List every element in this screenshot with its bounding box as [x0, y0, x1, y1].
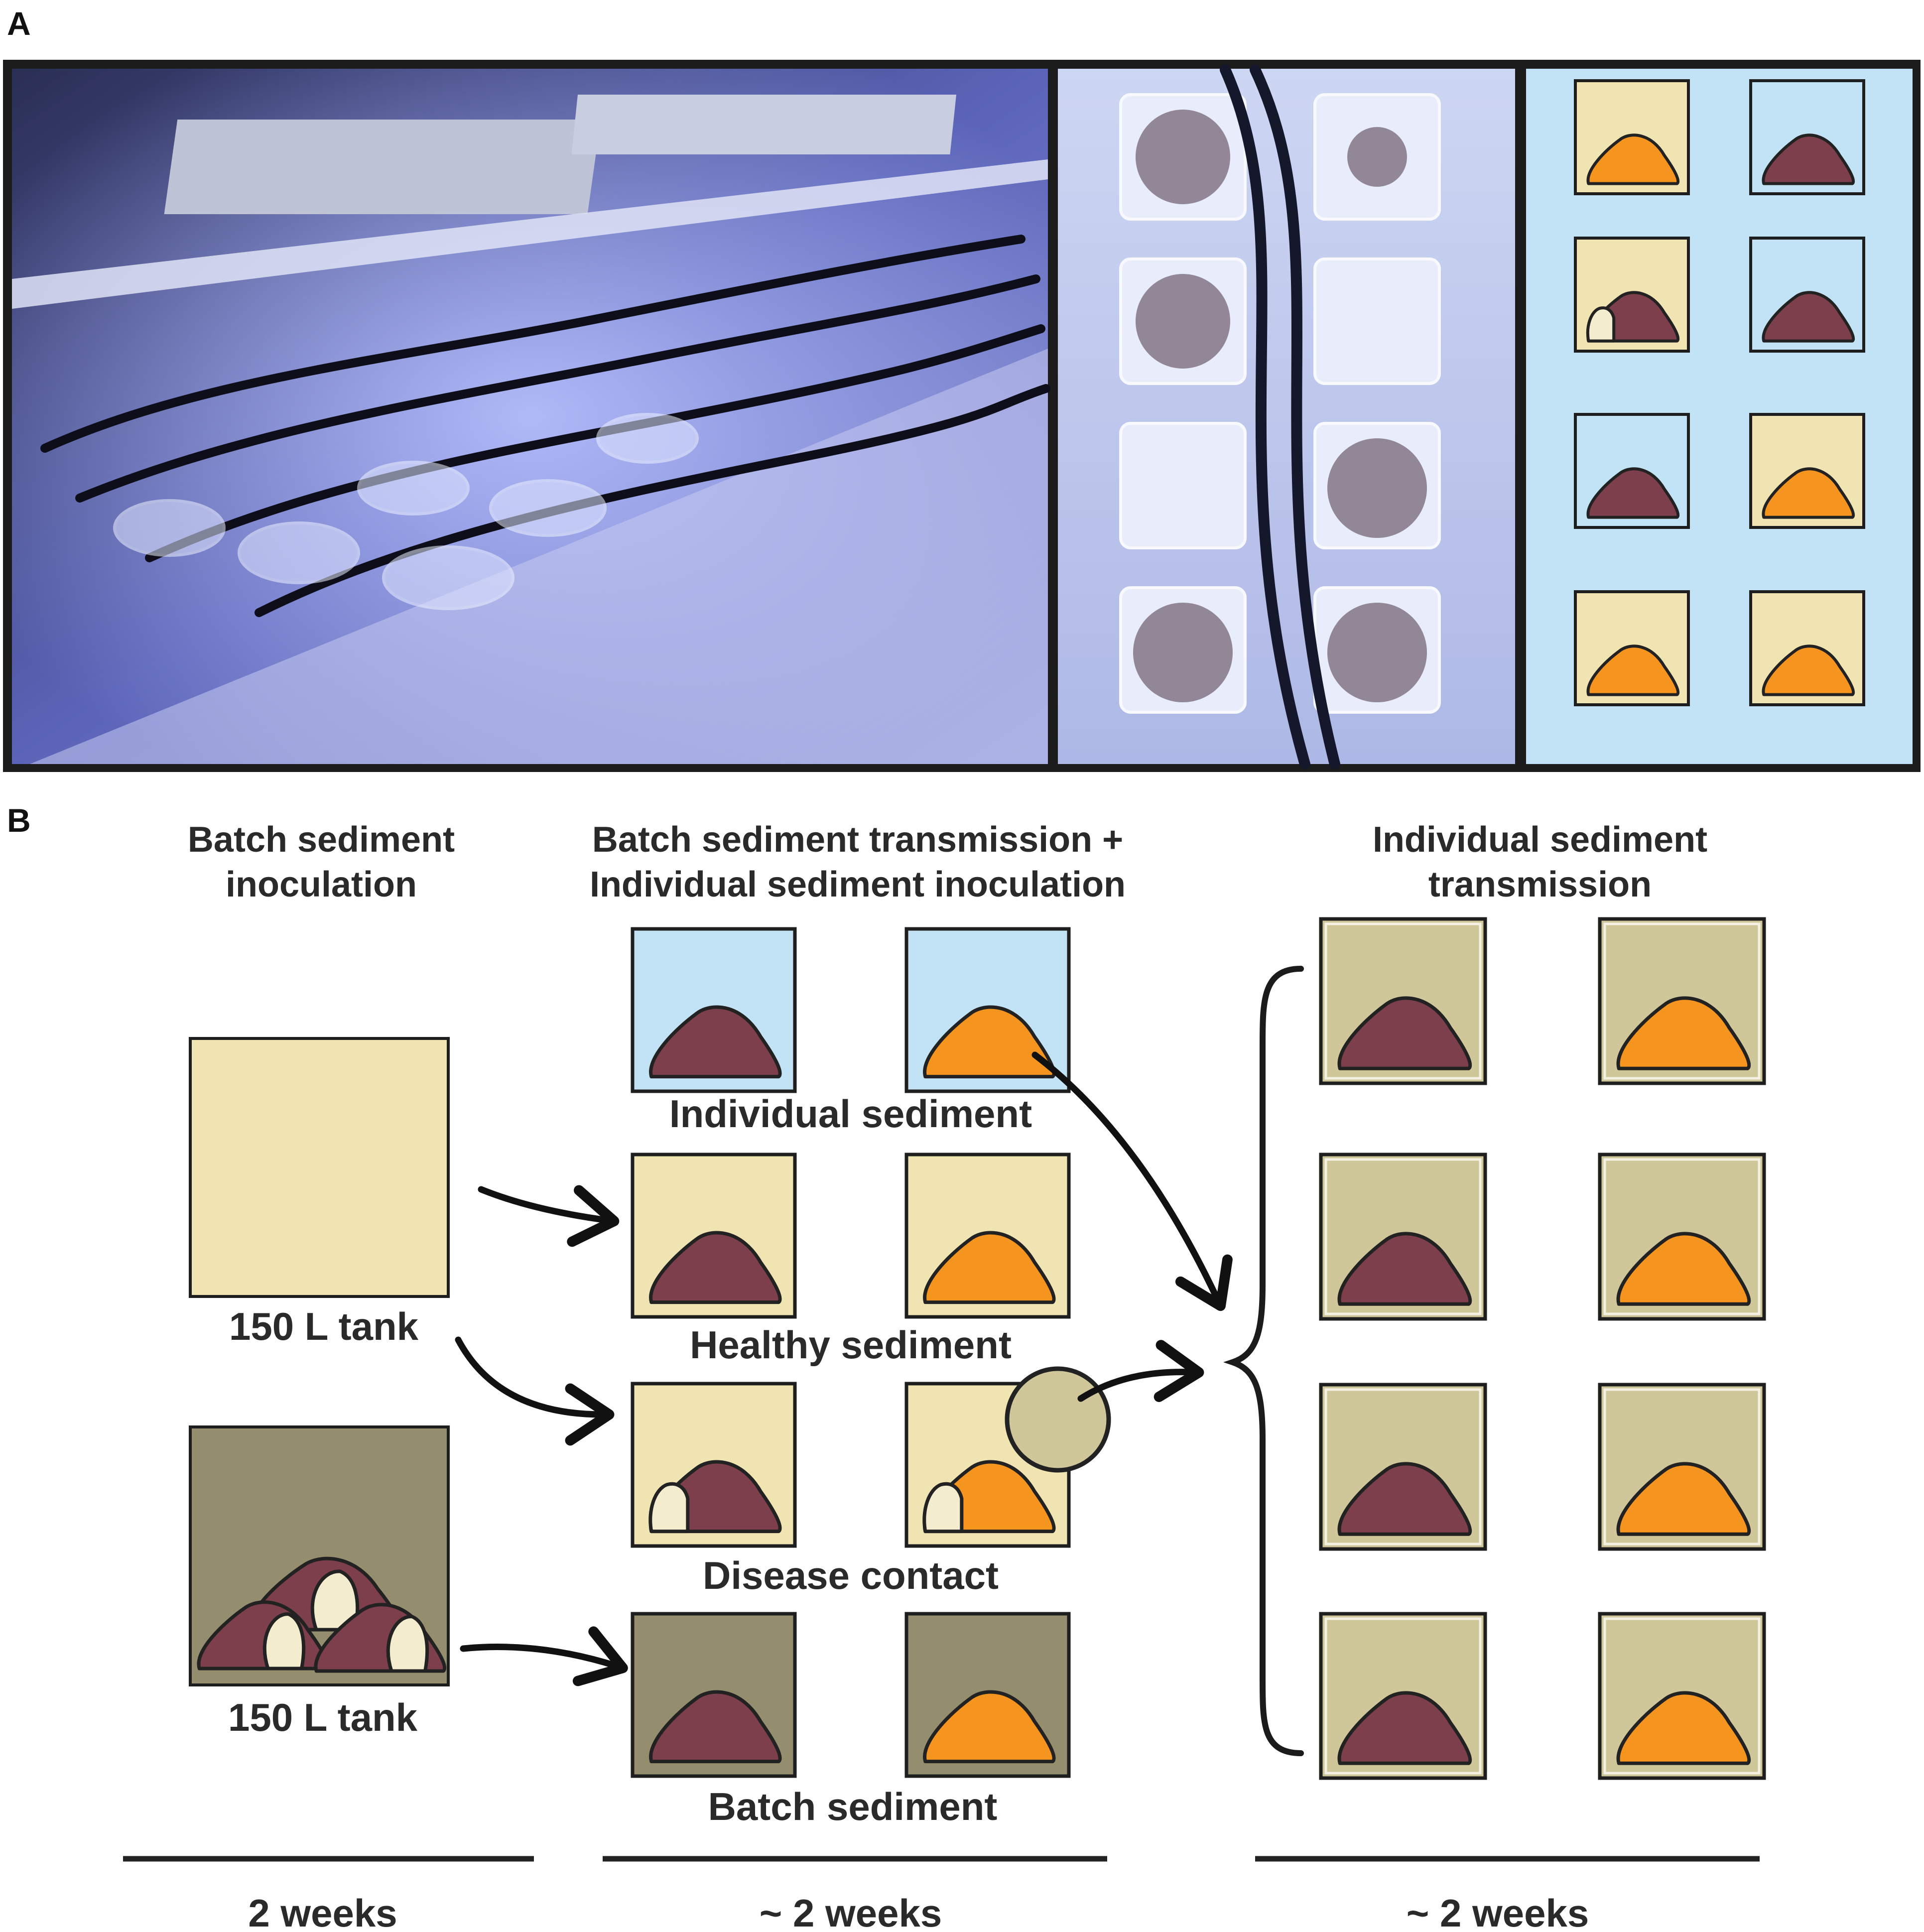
tissue-loss-lesion — [1586, 306, 1616, 343]
icon-cell-r4-c2 — [1749, 590, 1865, 706]
well-inner-edge — [1324, 1617, 1482, 1775]
pile-fragment-left — [197, 1600, 330, 1671]
duration-3: ~ 2 weeks — [1407, 1891, 1589, 1932]
treatment-cell-r1-c2 — [904, 927, 1071, 1093]
orange-coral-fragment — [1616, 1462, 1751, 1536]
col3-title-line2: transmission — [1428, 865, 1652, 904]
tank-diseased-label: 150 L tank — [228, 1695, 418, 1739]
arrow-tank-to-batch — [460, 1626, 628, 1686]
panel-b-label: B — [7, 802, 31, 839]
transmission-cell-r3-c2 — [1598, 1383, 1766, 1551]
icon-cell-r3-c2 — [1749, 413, 1865, 529]
transmission-cell-r3-c1 — [1319, 1383, 1487, 1551]
coral-icon-grid — [1574, 79, 1865, 706]
treatment-cell-r4-c1 — [631, 1612, 797, 1778]
maroon-coral-fragment — [1337, 1462, 1472, 1536]
icon-cell-r2-c1 — [1574, 237, 1690, 353]
well-inner-edge — [1324, 1388, 1482, 1546]
icon-cell-r1-c1 — [1574, 79, 1690, 195]
transmission-grid — [1319, 917, 1766, 1780]
treatment-cell-r3-c1 — [631, 1382, 797, 1548]
orange-coral-fragment — [1762, 467, 1855, 519]
orange-coral-fragment — [923, 1231, 1056, 1304]
duration-1: 2 weeks — [248, 1891, 397, 1932]
well-inner-edge — [1603, 1158, 1761, 1315]
treatment-label-individual: Individual sediment — [669, 1092, 1032, 1136]
maroon-coral-fragment — [1762, 133, 1855, 185]
orange-coral-fragment — [923, 1690, 1056, 1764]
treatment-label-healthy: Healthy sediment — [690, 1323, 1012, 1367]
panel-a-label: A — [7, 5, 31, 42]
transmission-cell-r4-c2 — [1598, 1612, 1766, 1780]
arrow-individual-to-transmission — [1031, 1051, 1233, 1311]
transmission-cell-r1-c1 — [1319, 917, 1487, 1085]
orange-coral-fragment — [1616, 1691, 1751, 1765]
arrow-sample-to-transmission — [1077, 1340, 1204, 1402]
arrow-tank-to-healthy — [478, 1185, 620, 1247]
well-inner-edge — [1603, 1617, 1761, 1775]
treatment-cell-r2-c1 — [631, 1153, 797, 1319]
orange-coral-fragment — [1586, 644, 1680, 696]
treatment-cell-r1-c1 — [631, 927, 797, 1093]
tissue-loss-lesion — [310, 1569, 360, 1632]
maroon-coral-fragment — [649, 1005, 782, 1079]
tank-healthy — [189, 1037, 450, 1298]
photo-top-view — [1058, 64, 1515, 770]
icon-cell-r3-c1 — [1574, 413, 1690, 529]
treatment-cell-r2-c2 — [904, 1153, 1071, 1319]
water-sample-circle — [1005, 1366, 1111, 1473]
col1-title-line1: Batch sediment — [188, 820, 455, 860]
maroon-coral-fragment — [1337, 996, 1472, 1070]
tissue-loss-lesion — [262, 1612, 306, 1671]
well-inner-edge — [1603, 922, 1761, 1080]
orange-coral-fragment — [1586, 133, 1680, 185]
col2-title-line1: Batch sediment transmission + — [592, 820, 1123, 860]
transmission-cell-r2-c1 — [1319, 1153, 1487, 1321]
duration-2: ~ 2 weeks — [760, 1891, 942, 1932]
col1-title-line2: inoculation — [226, 865, 417, 904]
transmission-cell-r2-c2 — [1598, 1153, 1766, 1321]
treatment-label-batch: Batch sediment — [708, 1785, 998, 1828]
maroon-coral-fragment — [1337, 1232, 1472, 1306]
icon-cell-r4-c1 — [1574, 590, 1690, 706]
well-inner-edge — [1324, 1158, 1482, 1315]
maroon-coral-fragment — [1762, 291, 1855, 343]
col2-title-line2: Individual sediment inoculation — [590, 865, 1126, 904]
orange-coral-fragment — [1616, 1232, 1751, 1306]
treatment-grid — [631, 927, 1071, 1778]
tissue-loss-lesion — [922, 1482, 964, 1534]
maroon-coral-fragment — [1337, 1691, 1472, 1765]
transmission-cell-r1-c2 — [1598, 917, 1766, 1085]
pile-fragment-right — [314, 1603, 447, 1673]
treatment-cell-r4-c2 — [904, 1612, 1071, 1778]
grouping-brace — [1223, 966, 1304, 1756]
tank-healthy-label: 150 L tank — [229, 1304, 419, 1348]
col3-title-line1: Individual sediment — [1373, 820, 1707, 860]
photo-aquarium-bench — [12, 69, 1050, 764]
icon-cell-r2-c2 — [1749, 237, 1865, 353]
arrow-tank-to-disease-contact — [455, 1336, 615, 1446]
icon-cell-r1-c2 — [1749, 79, 1865, 195]
orange-coral-fragment — [1616, 996, 1751, 1070]
maroon-coral-fragment — [649, 1231, 782, 1304]
treatment-label-disease: Disease contact — [703, 1553, 999, 1597]
orange-coral-fragment — [1762, 644, 1855, 696]
well-inner-edge — [1603, 1388, 1761, 1546]
transmission-cell-r4-c1 — [1319, 1612, 1487, 1780]
orange-coral-fragment — [923, 1005, 1056, 1079]
diseased-coral-pile — [197, 1556, 447, 1673]
maroon-coral-fragment — [649, 1690, 782, 1764]
tissue-loss-lesion — [386, 1615, 429, 1673]
maroon-coral-fragment — [1586, 467, 1680, 519]
well-inner-edge — [1324, 922, 1482, 1080]
tissue-loss-lesion — [648, 1482, 690, 1534]
